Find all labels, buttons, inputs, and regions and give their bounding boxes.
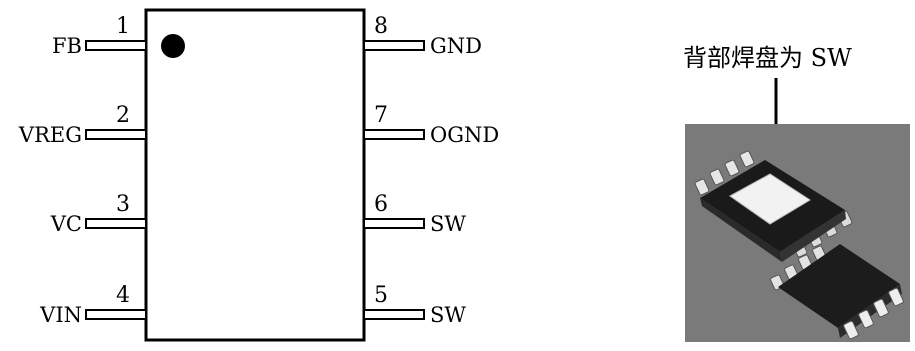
pin-lead bbox=[85, 309, 147, 320]
pin-number: 8 bbox=[374, 14, 388, 39]
exposed-pad bbox=[729, 173, 811, 225]
pin-lead bbox=[363, 218, 425, 229]
ic-body bbox=[144, 8, 366, 342]
package-photo bbox=[685, 124, 910, 342]
pin-number: 4 bbox=[116, 283, 130, 308]
pin-lead bbox=[363, 40, 425, 51]
pin-number: 2 bbox=[116, 103, 130, 128]
left-pin-1: 1 FB bbox=[52, 14, 147, 58]
right-pin-7: 7 OGND bbox=[363, 103, 499, 147]
pin-lead bbox=[363, 129, 425, 140]
pin-label: VC bbox=[50, 212, 82, 236]
left-pin-2: 2 VREG bbox=[18, 103, 147, 147]
pin-lead bbox=[85, 218, 147, 229]
pin-number: 5 bbox=[374, 283, 388, 308]
chip-top-view bbox=[770, 244, 904, 340]
pin-lead bbox=[363, 309, 425, 320]
pin-label: SW bbox=[430, 212, 466, 236]
pin-number: 3 bbox=[116, 192, 130, 217]
chip-back-view bbox=[694, 150, 853, 262]
left-pin-3: 3 VC bbox=[50, 192, 147, 236]
pin-label: VREG bbox=[18, 123, 82, 147]
right-pin-5: 5 SW bbox=[363, 283, 466, 327]
pin-lead bbox=[85, 129, 147, 140]
pin-label: OGND bbox=[430, 123, 499, 147]
pin-label: SW bbox=[430, 303, 466, 327]
pin1-marker-dot bbox=[161, 34, 185, 58]
left-pin-4: 4 VIN bbox=[39, 283, 147, 327]
right-pin-8: 8 GND bbox=[363, 14, 482, 58]
photo-caption: 背部焊盘为 SW bbox=[683, 44, 852, 72]
pin-number: 1 bbox=[116, 14, 130, 39]
right-pin-6: 6 SW bbox=[363, 192, 466, 236]
pin-lead bbox=[85, 40, 147, 51]
pin-label: GND bbox=[430, 34, 482, 58]
pin-label: FB bbox=[52, 34, 82, 58]
pin-number: 7 bbox=[374, 103, 388, 128]
pin-number: 6 bbox=[374, 192, 388, 217]
pin-label: VIN bbox=[39, 303, 82, 327]
